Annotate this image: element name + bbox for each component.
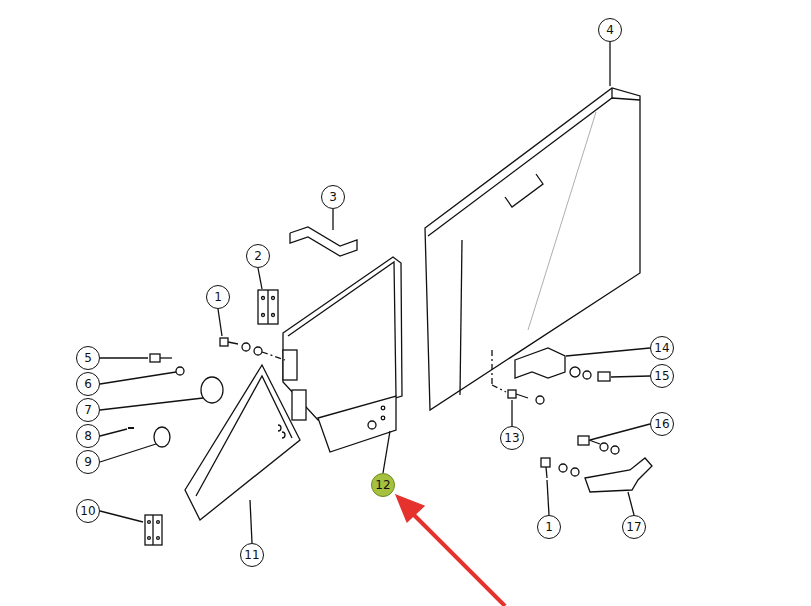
callout-number: 9 bbox=[76, 450, 100, 474]
callout-number: 11 bbox=[240, 543, 264, 567]
callout-text: 16 bbox=[654, 418, 669, 430]
callout-number: 2 bbox=[246, 244, 270, 268]
callout-number: 3 bbox=[321, 185, 345, 209]
callout-text: 7 bbox=[84, 404, 92, 416]
callout-number: 17 bbox=[622, 515, 646, 539]
callout-text: 5 bbox=[84, 352, 92, 364]
callout-text: 1 bbox=[545, 521, 553, 533]
callout-number: 8 bbox=[76, 424, 100, 448]
callout-number: 16 bbox=[650, 412, 674, 436]
callout-number: 12 bbox=[371, 473, 395, 497]
callout-number: 1 bbox=[206, 285, 230, 309]
callout-text: 3 bbox=[329, 191, 337, 203]
callout-text: 14 bbox=[654, 342, 669, 354]
callout-text: 8 bbox=[84, 430, 92, 442]
callout-number: 10 bbox=[76, 499, 100, 523]
callout-text: 4 bbox=[606, 24, 614, 36]
callout-text: 15 bbox=[654, 370, 669, 382]
callout-text: 2 bbox=[254, 250, 262, 262]
callout-number: 13 bbox=[500, 426, 524, 450]
callout-text: 11 bbox=[244, 549, 259, 561]
callout-text: 1 bbox=[214, 291, 222, 303]
callout-text: 6 bbox=[84, 378, 92, 390]
callout-number: 5 bbox=[76, 346, 100, 370]
callout-text: 9 bbox=[84, 456, 92, 468]
callout-text: 12 bbox=[375, 479, 390, 491]
callout-text: 17 bbox=[626, 521, 641, 533]
callout-number: 14 bbox=[650, 336, 674, 360]
callout-number: 1 bbox=[537, 515, 561, 539]
callout-text: 10 bbox=[80, 505, 95, 517]
callout-number: 6 bbox=[76, 372, 100, 396]
callout-number: 7 bbox=[76, 398, 100, 422]
callout-number: 15 bbox=[650, 364, 674, 388]
callout-number: 4 bbox=[598, 18, 622, 42]
callout-text: 13 bbox=[504, 432, 519, 444]
